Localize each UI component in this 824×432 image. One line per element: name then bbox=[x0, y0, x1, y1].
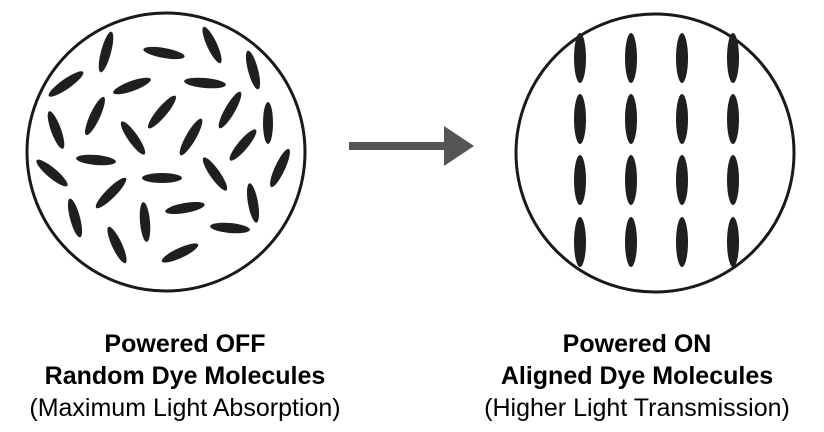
random-molecules-label: Random Dye Molecules bbox=[44, 362, 326, 390]
dye-molecule bbox=[161, 243, 199, 263]
dye-molecule bbox=[263, 102, 273, 144]
absorption-note: (Maximum Light Absorption) bbox=[29, 394, 341, 422]
aligned-molecules-group bbox=[574, 33, 739, 267]
dye-molecule bbox=[270, 148, 290, 188]
dye-molecule bbox=[76, 154, 116, 166]
dye-molecule bbox=[676, 217, 688, 267]
random-molecules-circle bbox=[25, 11, 307, 293]
dye-molecule bbox=[727, 94, 739, 144]
dye-molecule bbox=[727, 33, 739, 83]
transmission-note: (Higher Light Transmission) bbox=[484, 394, 790, 422]
dye-molecule bbox=[142, 173, 182, 183]
dye-molecule bbox=[625, 155, 637, 205]
random-molecules-group bbox=[36, 26, 290, 264]
dye-molecule bbox=[120, 121, 146, 155]
dye-molecule bbox=[202, 157, 228, 191]
dye-molecule bbox=[147, 95, 177, 129]
dye-molecule bbox=[218, 91, 242, 129]
powered-on-label: Powered ON bbox=[562, 330, 712, 358]
aligned-molecules-circle bbox=[514, 12, 796, 294]
dye-molecule bbox=[245, 50, 261, 90]
dye-molecule bbox=[625, 33, 637, 83]
dye-molecule bbox=[143, 46, 185, 60]
dye-molecule bbox=[210, 222, 250, 234]
dye-molecule bbox=[67, 198, 83, 238]
dye-molecule bbox=[574, 217, 586, 267]
dye-molecule bbox=[727, 155, 739, 205]
dye-molecule bbox=[48, 71, 84, 97]
dye-molecule bbox=[36, 159, 68, 187]
dye-molecule bbox=[229, 129, 257, 161]
dye-molecule bbox=[246, 183, 260, 223]
dye-molecule bbox=[625, 94, 637, 144]
dye-molecule bbox=[98, 31, 114, 73]
dye-molecule bbox=[676, 94, 688, 144]
dye-molecule bbox=[179, 118, 203, 156]
powered-on-caption: Powered ON Aligned Dye Molecules (Higher… bbox=[450, 328, 824, 424]
dye-molecule bbox=[47, 111, 65, 149]
aligned-molecules-label: Aligned Dye Molecules bbox=[500, 362, 774, 390]
dye-molecule bbox=[165, 201, 205, 215]
dye-molecule bbox=[676, 33, 688, 83]
powered-off-label: Powered OFF bbox=[104, 330, 266, 358]
dye-molecule bbox=[107, 226, 127, 264]
dye-molecule bbox=[95, 177, 127, 209]
powered-off-caption: Powered OFF Random Dye Molecules (Maximu… bbox=[0, 328, 370, 424]
dye-molecule bbox=[202, 26, 222, 64]
dye-molecule bbox=[625, 217, 637, 267]
dye-molecule bbox=[727, 217, 739, 267]
dye-molecule bbox=[184, 77, 226, 89]
dye-molecule bbox=[574, 33, 586, 83]
dye-molecule bbox=[85, 96, 105, 136]
dye-molecule bbox=[676, 155, 688, 205]
dye-molecule bbox=[113, 77, 151, 95]
dye-molecule bbox=[574, 94, 586, 144]
dye-molecule bbox=[139, 202, 151, 242]
dye-molecule bbox=[574, 155, 586, 205]
right-arrow-icon bbox=[349, 126, 474, 166]
